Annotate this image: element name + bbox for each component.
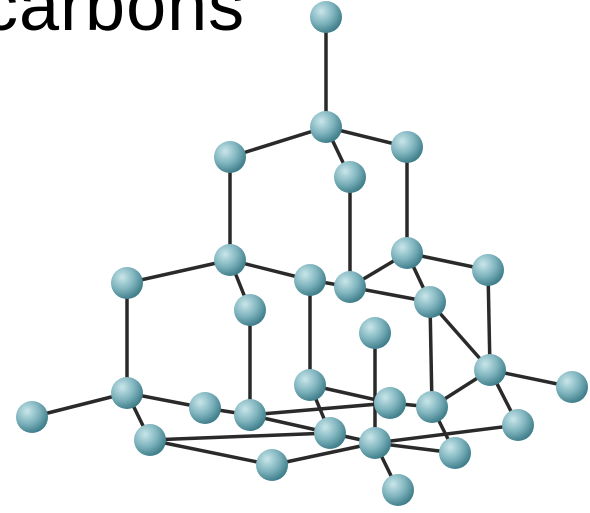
carbon-atom-16 — [474, 354, 506, 386]
carbon-atom-21 — [374, 387, 406, 419]
carbon-atom-5 — [214, 244, 246, 276]
carbon-atom-19 — [189, 392, 221, 424]
carbon-atom-8 — [334, 271, 366, 303]
bond-31 — [248, 401, 392, 417]
carbon-atom-6 — [391, 237, 423, 269]
carbon-atom-3 — [391, 131, 423, 163]
bond-20 — [486, 268, 492, 372]
carbon-atom-26 — [502, 409, 534, 441]
carbon-atom-2 — [214, 141, 246, 173]
atoms-layer — [16, 1, 588, 506]
carbon-atom-7 — [294, 264, 326, 296]
bond-1 — [228, 125, 328, 159]
carbon-atom-29 — [382, 474, 414, 506]
carbon-atom-12 — [414, 286, 446, 318]
bonds-layer — [30, 15, 574, 492]
carbon-atom-13 — [359, 317, 391, 349]
carbon-atom-14 — [111, 377, 143, 409]
carbon-atom-10 — [111, 267, 143, 299]
bond-40 — [270, 441, 377, 467]
bond-22 — [30, 391, 129, 419]
carbon-atom-17 — [556, 371, 588, 403]
carbon-atom-25 — [359, 427, 391, 459]
carbon-atom-11 — [234, 294, 266, 326]
carbon-atom-20 — [234, 399, 266, 431]
carbon-atom-28 — [439, 437, 471, 469]
carbon-atom-22 — [416, 391, 448, 423]
carbon-atom-9 — [472, 254, 504, 286]
page-title: carbons — [0, 0, 400, 46]
carbon-atom-23 — [134, 424, 166, 456]
title-text: carbons — [0, 0, 246, 46]
carbon-atom-15 — [294, 369, 326, 401]
carbon-atom-27 — [256, 449, 288, 481]
carbon-atom-4 — [334, 161, 366, 193]
carbon-atom-24 — [314, 417, 346, 449]
carbon-atom-1 — [310, 111, 342, 143]
bond-8 — [125, 258, 232, 285]
bond-39 — [148, 438, 274, 467]
carbon-atom-18 — [16, 401, 48, 433]
bond-34 — [148, 431, 332, 442]
carbon-atom-0 — [310, 1, 342, 33]
bond-18 — [428, 300, 434, 409]
